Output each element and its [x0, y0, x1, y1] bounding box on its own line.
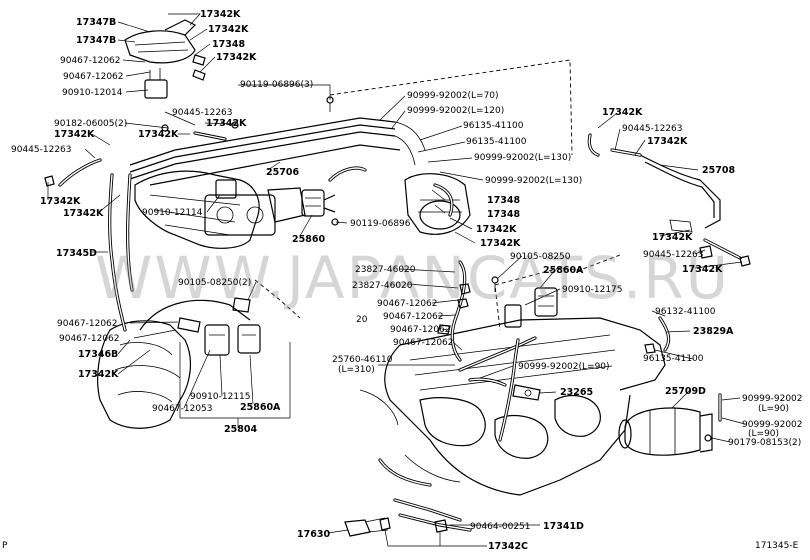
callout-96135-41100: 96135-41100	[463, 121, 524, 131]
callout-90910-12114: 90910-12114	[142, 208, 203, 218]
callout-90105-08250: 90105-08250	[510, 252, 571, 262]
callout-25860: 25860	[292, 234, 325, 245]
callout-90467-12062: 90467-12062	[59, 334, 120, 344]
callout-23265: 23265	[560, 387, 593, 398]
callout-90467-12062: 90467-12062	[390, 325, 451, 335]
callout-25760-46110-length: (L=310)	[338, 365, 375, 375]
callout-90105-08250: 90105-08250(2)	[178, 278, 251, 288]
callout-fragment-20: 20	[356, 315, 368, 325]
callout-90999-92002-length: (L=90)	[758, 404, 789, 414]
callout-90467-12062: 90467-12062	[60, 56, 121, 66]
callout-17347b: 17347B	[76, 17, 116, 28]
callout-17347b: 17347B	[76, 35, 116, 46]
callout-90119-06896: 90119-06896(3)	[240, 80, 313, 90]
callout-90182-06005: 90182-06005(2)	[54, 119, 127, 129]
callout-17348: 17348	[487, 195, 520, 206]
callout-17342k: 17342K	[480, 238, 521, 249]
callout-17342k: 17342K	[208, 24, 249, 35]
callout-17342k: 17342K	[40, 196, 81, 207]
callout-17341d: 17341D	[543, 521, 584, 532]
engine-drawing	[97, 59, 666, 496]
watermark: WWW.JAPANCATS.RU	[95, 244, 730, 312]
callout-90910-12115: 90910-12115	[190, 392, 251, 402]
components	[44, 54, 751, 537]
callout-23827-46020: 23827-46020	[355, 265, 416, 275]
callout-25760-46110: 25760-46110	[332, 355, 393, 365]
callout-17342k: 17342K	[78, 369, 119, 380]
callout-96135-41100: 96135-41100	[643, 354, 704, 364]
page-code: 171345-E	[755, 541, 799, 551]
callout-17342k: 17342K	[206, 118, 247, 129]
callout-17342k: 17342K	[216, 52, 257, 63]
callout-90445-12263: 90445-12263	[622, 124, 683, 134]
callout-90445-12263: 90445-12263	[172, 108, 233, 118]
callout-90999-92002: 90999-92002	[742, 420, 803, 430]
callout-17342k: 17342K	[647, 136, 688, 147]
callout-25706: 25706	[266, 167, 299, 178]
callout-90445-12263: 90445-12263	[643, 250, 704, 260]
callout-90119-06896: 90119-06896	[350, 219, 411, 229]
callout-90910-12175: 90910-12175	[562, 285, 623, 295]
callout-25709d: 25709D	[665, 386, 706, 397]
callout-25860a: 25860A	[543, 265, 584, 276]
callout-90999-92002-l120: 90999-92002(L=120)	[407, 106, 504, 116]
corner-mark: P	[2, 541, 8, 551]
callout-17342k: 17342K	[200, 9, 241, 20]
callout-17342k: 17342K	[652, 232, 693, 243]
vapor-pipe-assembly	[58, 19, 742, 532]
callout-17342k: 17342K	[682, 264, 723, 275]
callout-25708: 25708	[702, 165, 735, 176]
callout-labels: 17347B 17342K 17342K 17347B 17348 90467-…	[11, 9, 803, 552]
callout-90467-12062: 90467-12062	[383, 312, 444, 322]
callout-90999-92002-l130: 90999-92002(L=130)	[474, 153, 571, 163]
callout-23829a: 23829A	[693, 326, 734, 337]
leader-lines	[47, 13, 746, 547]
callout-17342k: 17342K	[476, 224, 517, 235]
callout-90179-08153: 90179-08153(2)	[728, 438, 801, 448]
callout-96132-41100: 96132-41100	[655, 307, 716, 317]
callout-90467-12062: 90467-12062	[393, 338, 454, 348]
callout-90910-12014: 90910-12014	[62, 88, 123, 98]
callout-90467-12053: 90467-12053	[152, 404, 213, 414]
callout-90999-92002-length: (L=90)	[748, 429, 779, 439]
callout-90999-92002: 90999-92002	[742, 394, 803, 404]
callout-17346b: 17346B	[78, 349, 118, 360]
callout-23827-46020: 23827-46020	[352, 281, 413, 291]
callout-17630: 17630	[297, 529, 330, 540]
callout-17345d: 17345D	[56, 248, 97, 259]
callout-90999-92002-l70: 90999-92002(L=70)	[407, 91, 499, 101]
callout-17348: 17348	[487, 209, 520, 220]
callout-17342k: 17342K	[138, 129, 179, 140]
callout-25804: 25804	[224, 424, 257, 435]
callout-90999-92002-l90: 90999-92002(L=90)	[518, 362, 610, 372]
callout-25860a: 25860A	[240, 402, 281, 413]
callout-90467-12062: 90467-12062	[63, 72, 124, 82]
callout-17348: 17348	[212, 39, 245, 50]
callout-90464-00251: 90464-00251	[470, 522, 531, 532]
callout-90467-12062: 90467-12062	[377, 299, 438, 309]
callout-17342k: 17342K	[63, 208, 104, 219]
callout-90467-12062: 90467-12062	[57, 319, 118, 329]
callout-17342k: 17342K	[602, 107, 643, 118]
callout-17342c: 17342C	[488, 541, 528, 552]
callout-90999-92002-l130: 90999-92002(L=130)	[485, 176, 582, 186]
callout-17342k: 17342K	[54, 129, 95, 140]
callout-96135-41100: 96135-41100	[466, 137, 527, 147]
callout-90445-12263: 90445-12263	[11, 145, 72, 155]
